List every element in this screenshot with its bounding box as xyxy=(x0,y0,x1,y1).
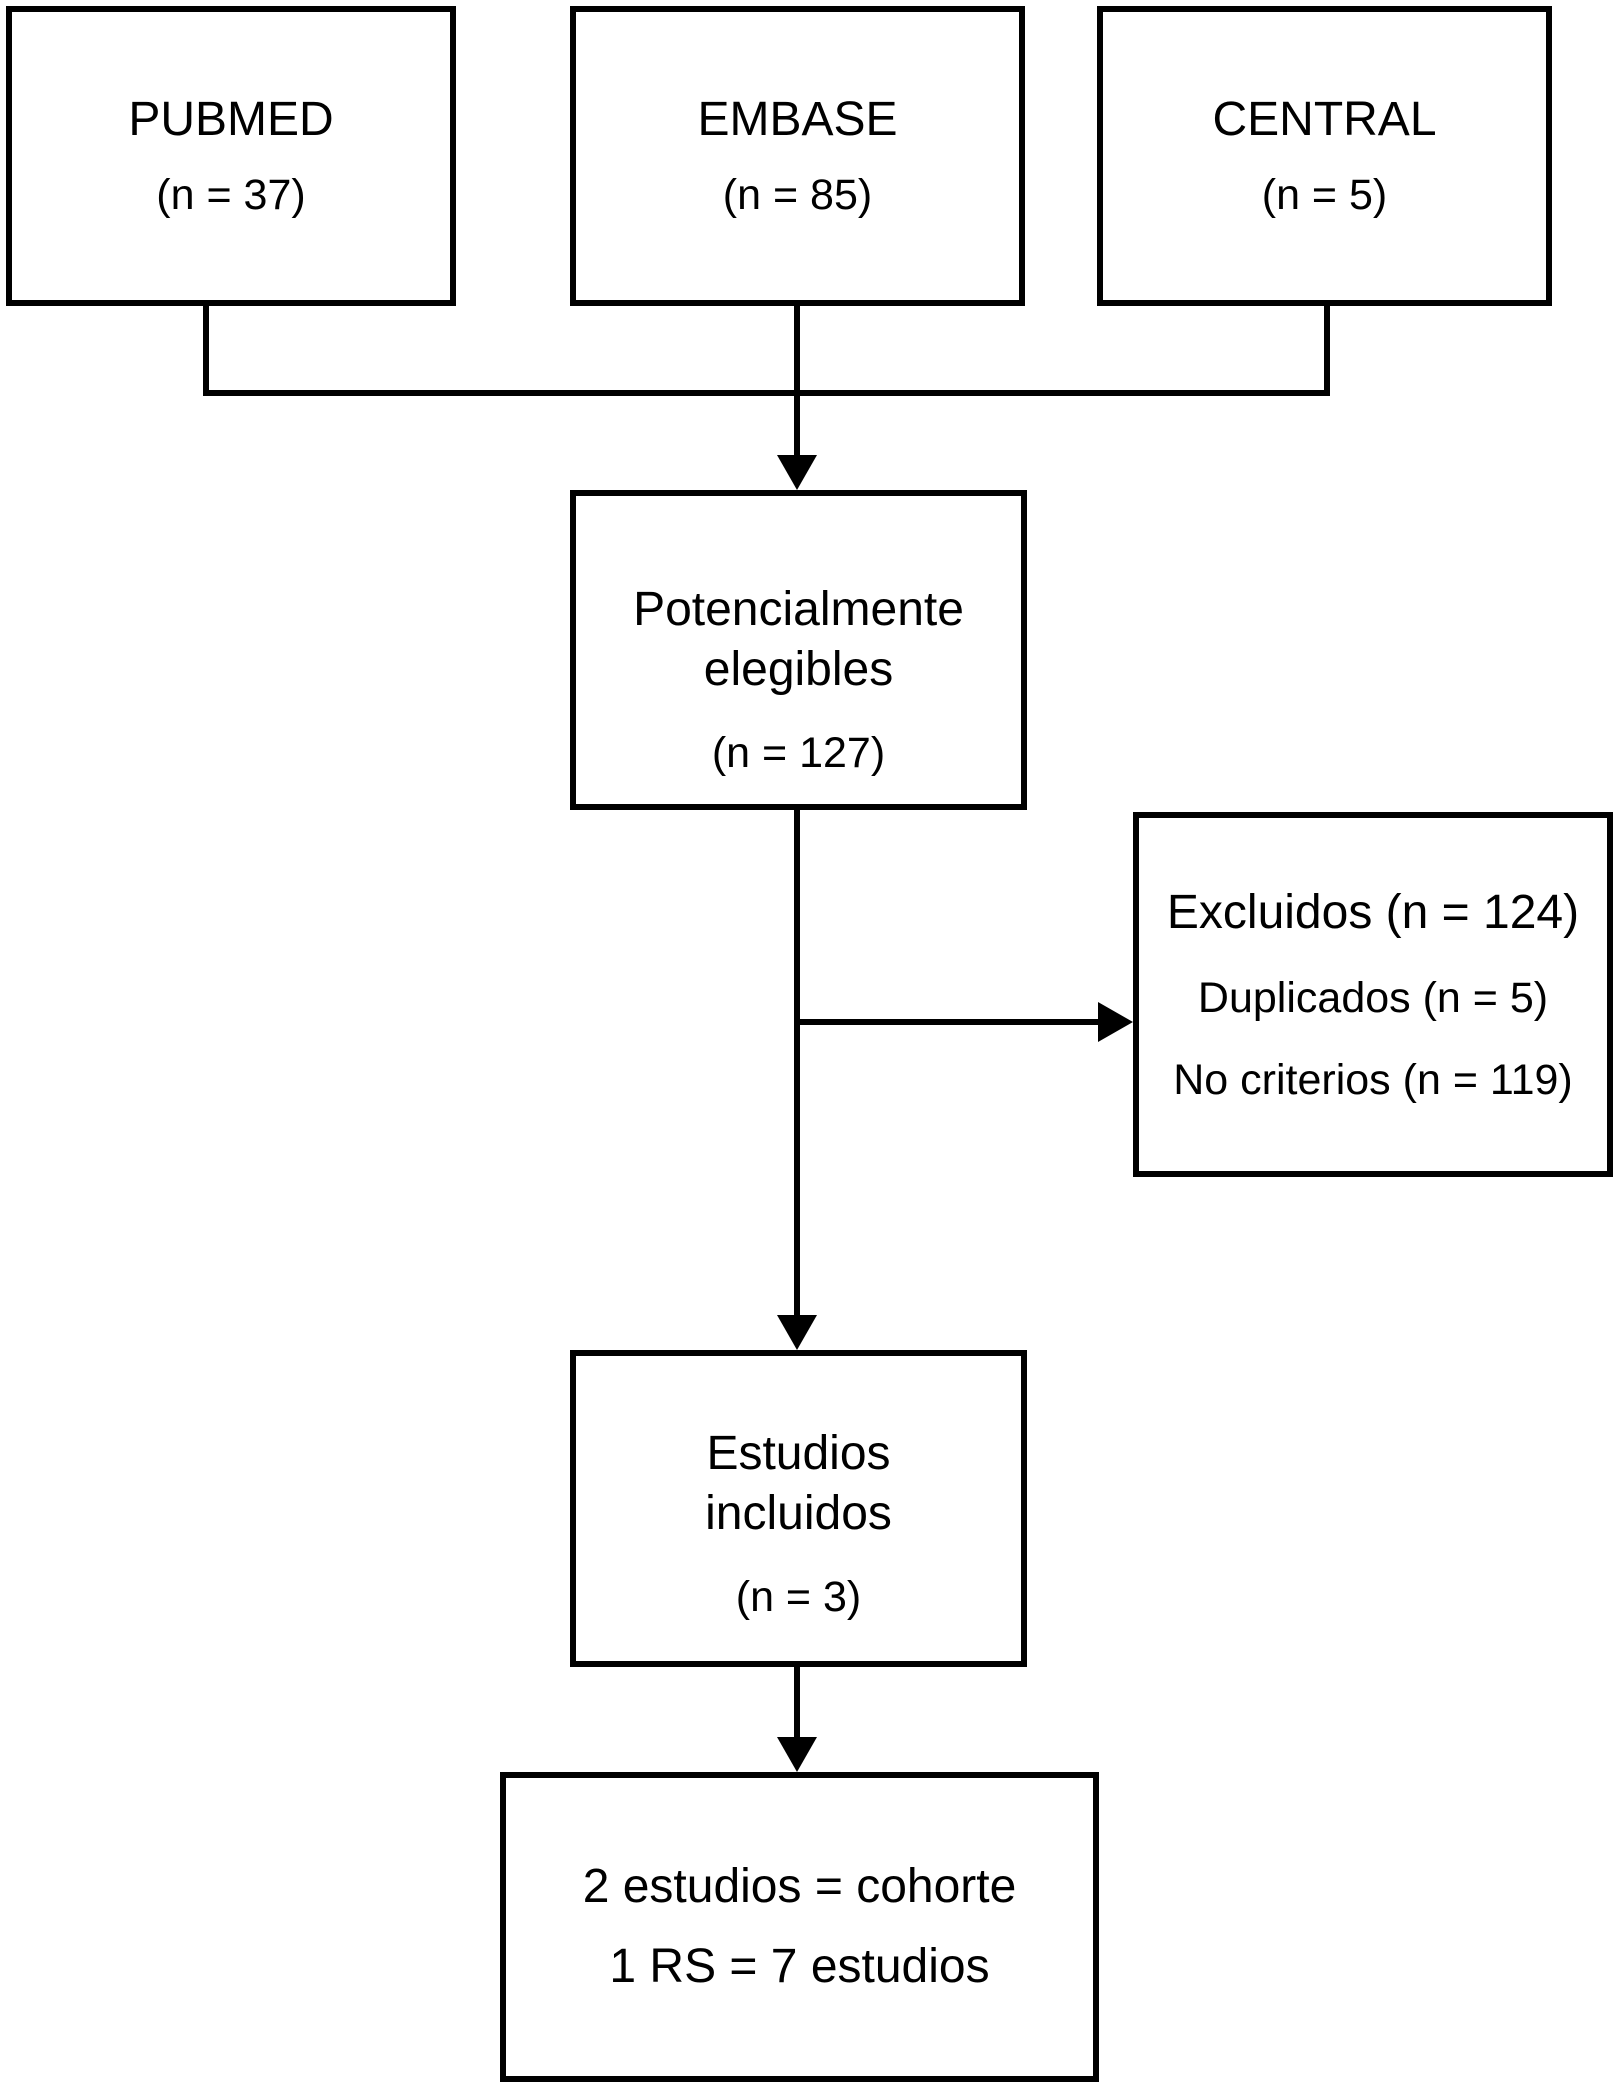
excluded-box: Excluidos (n = 124) Duplicados (n = 5) N… xyxy=(1133,812,1613,1177)
included-title-line2: incluidos xyxy=(705,1486,892,1540)
eligible-title-line2: elegibles xyxy=(703,643,894,696)
arrow-down-to-included-icon xyxy=(777,1315,817,1350)
eligible-box: Potencialmente elegibles (n = 127) xyxy=(570,490,1027,810)
arrow-right-to-excluded-icon xyxy=(1098,1002,1133,1042)
central-count: (n = 5) xyxy=(1261,171,1388,219)
embase-title: EMBASE xyxy=(697,93,898,146)
arrow-down-to-final-icon xyxy=(777,1737,817,1772)
excluded-reason-duplicates: Duplicados (n = 5) xyxy=(1197,973,1549,1022)
excluded-reason-criteria: No criterios (n = 119) xyxy=(1173,1055,1573,1104)
connector-central-stub xyxy=(1324,306,1330,396)
arrow-down-to-eligible-icon xyxy=(777,455,817,490)
connector-junction-line xyxy=(203,390,1330,396)
included-title-line1: Estudios xyxy=(706,1426,891,1480)
final-box: 2 estudios = cohorte 1 RS = 7 estudios xyxy=(500,1772,1099,2082)
embase-box: EMBASE (n = 85) xyxy=(570,6,1025,306)
included-count: (n = 3) xyxy=(735,1572,862,1621)
pubmed-title: PUBMED xyxy=(128,93,334,146)
pubmed-count: (n = 37) xyxy=(156,171,306,219)
pubmed-box: PUBMED (n = 37) xyxy=(6,6,456,306)
eligible-count: (n = 127) xyxy=(711,729,886,777)
embase-count: (n = 85) xyxy=(722,171,873,219)
connector-eligible-to-included xyxy=(794,810,800,1320)
connector-pubmed-stub xyxy=(203,306,209,396)
connector-branch-to-excluded xyxy=(797,1019,1100,1025)
final-line1: 2 estudios = cohorte xyxy=(582,1860,1017,1913)
eligible-title-line1: Potencialmente xyxy=(633,583,964,636)
central-box: CENTRAL (n = 5) xyxy=(1097,6,1552,306)
connector-embase-stub xyxy=(794,306,800,458)
connector-included-to-final xyxy=(794,1667,800,1742)
excluded-title: Excluidos (n = 124) xyxy=(1166,885,1580,939)
final-line2: 1 RS = 7 estudios xyxy=(609,1940,990,1993)
central-title: CENTRAL xyxy=(1212,93,1437,146)
included-box: Estudios incluidos (n = 3) xyxy=(570,1350,1027,1667)
